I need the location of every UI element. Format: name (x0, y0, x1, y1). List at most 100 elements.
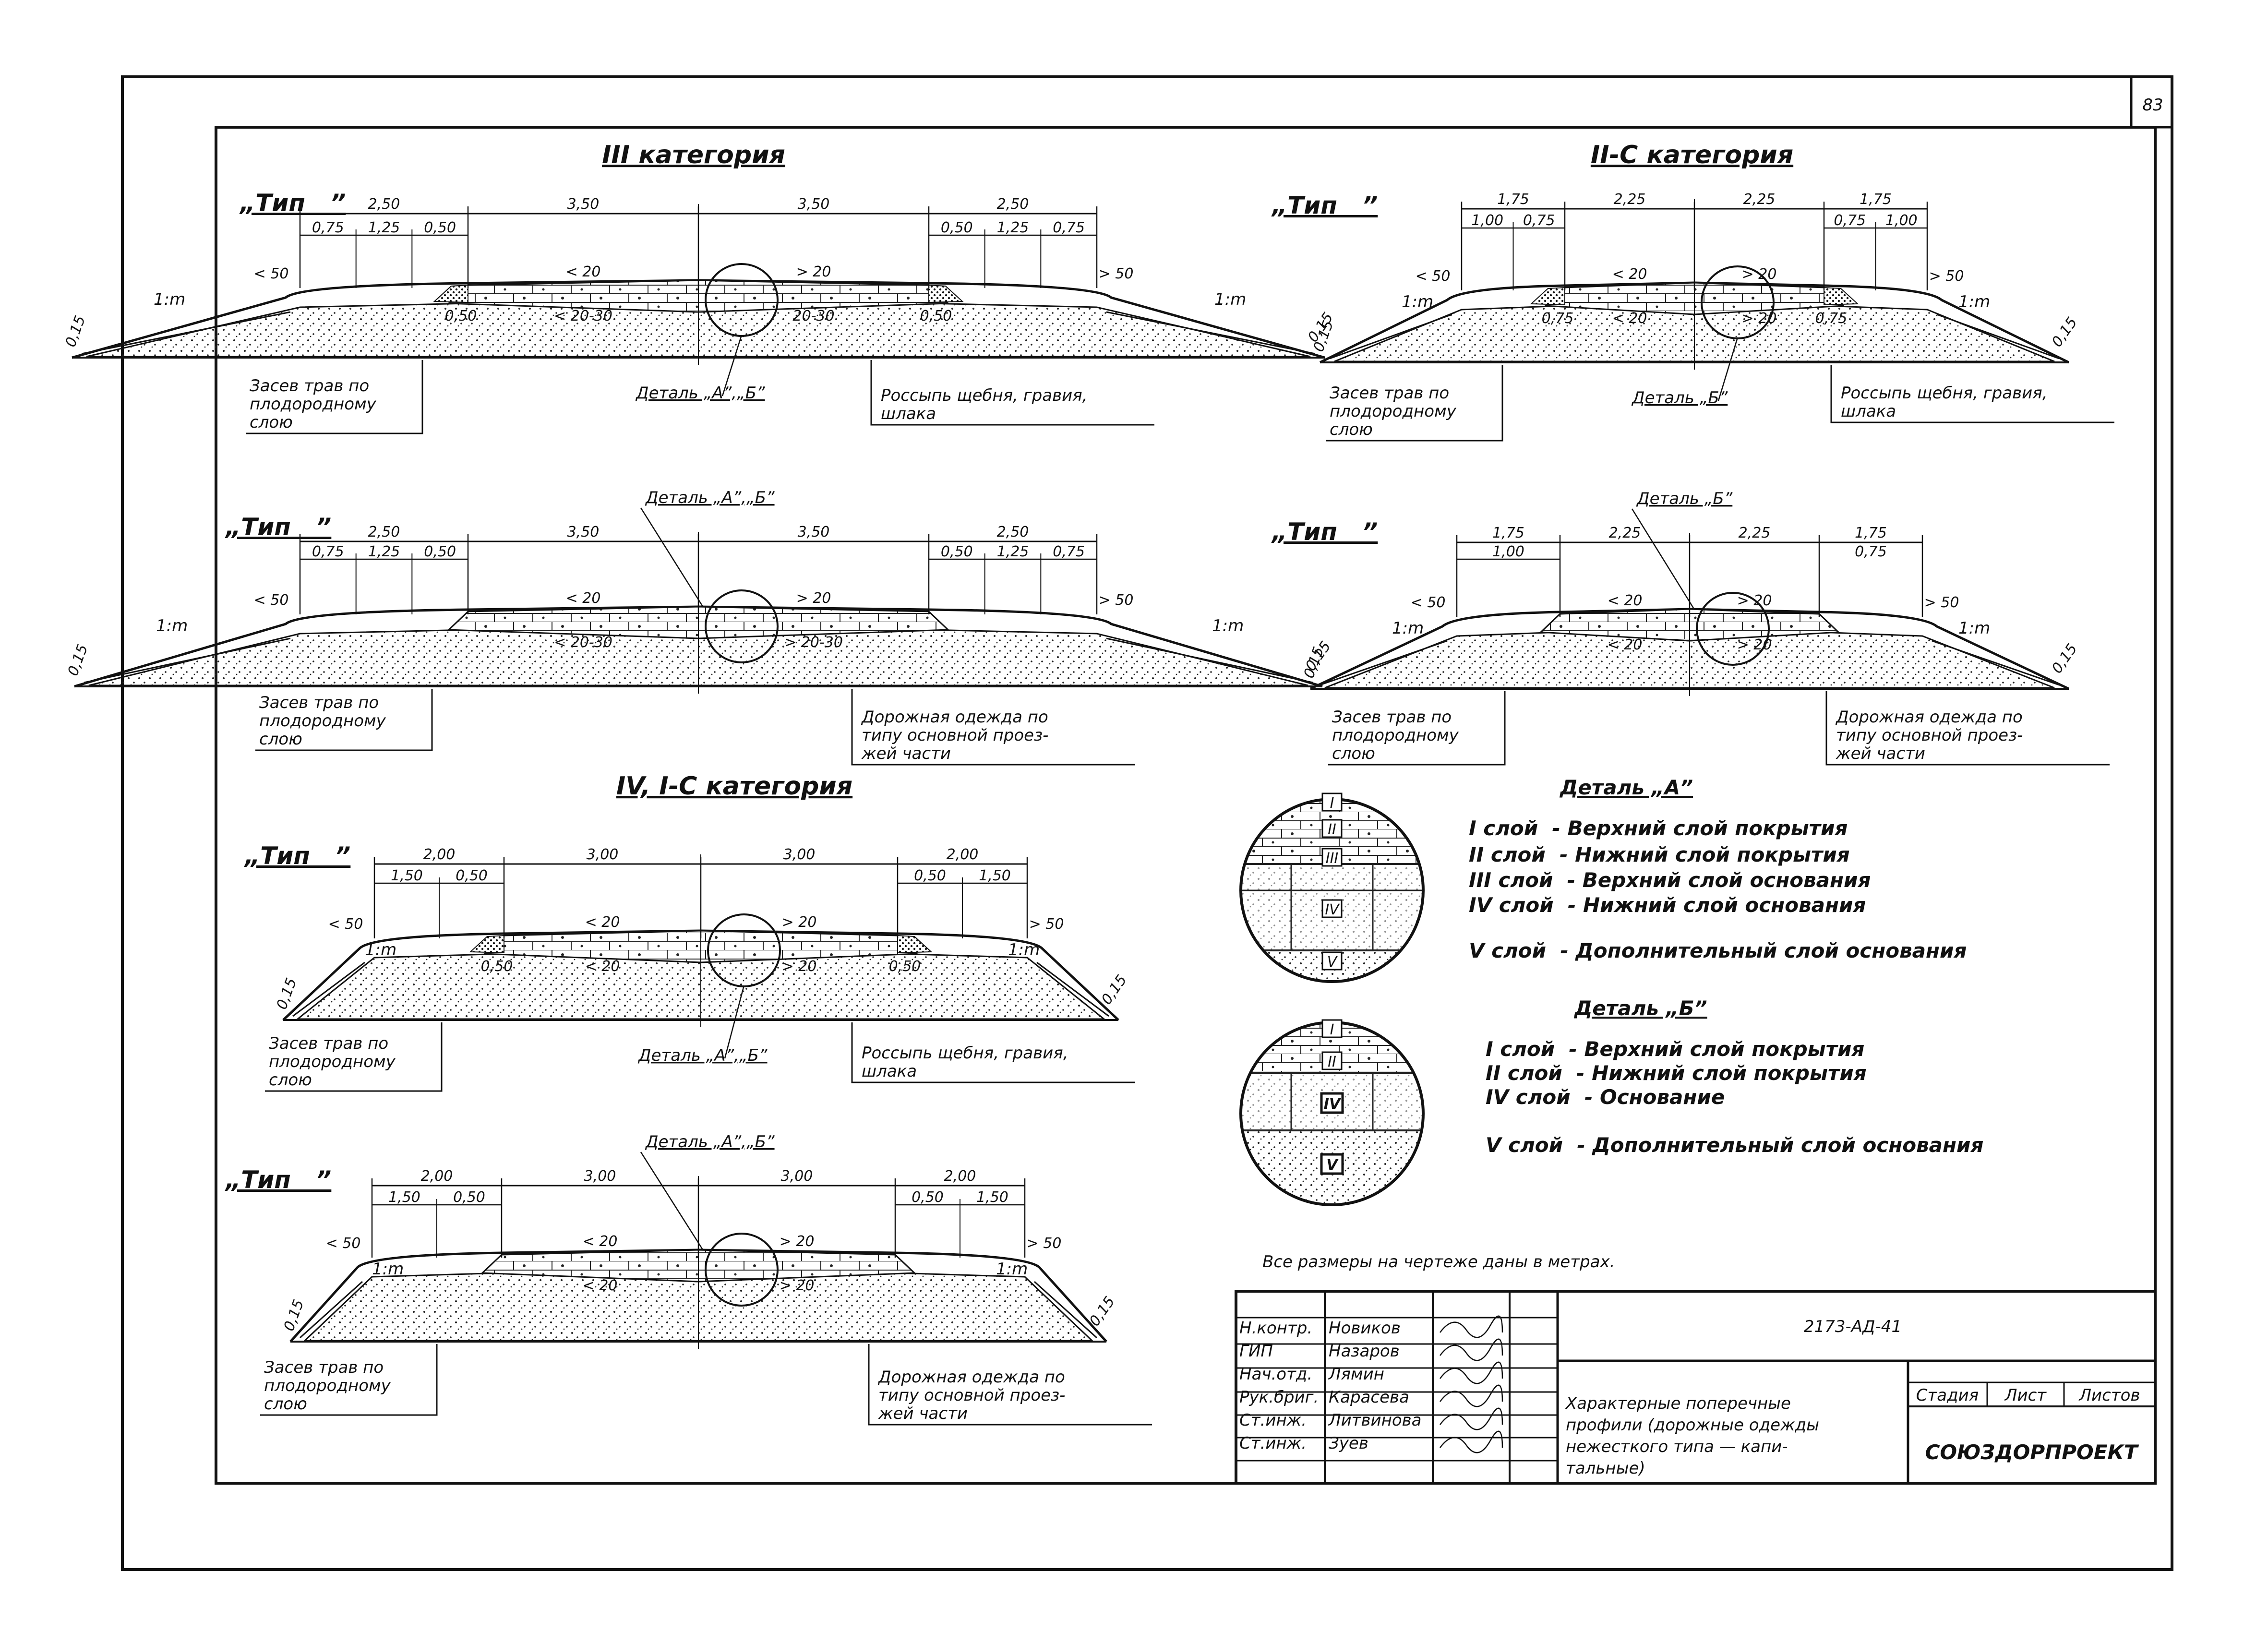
slope-left-4: 1:m (372, 1260, 404, 1279)
tip-label-5: „Тип ” (1271, 192, 1378, 219)
dim-sub-4-2: 0,50 (912, 1189, 944, 1206)
dim-bottom-3-0: 0,50 (481, 958, 513, 975)
signature-4 (1440, 1407, 1503, 1430)
dim-top-3-1: 3,00 (587, 846, 619, 863)
dim-sub-1-5: 0,75 (1053, 219, 1085, 236)
dim-top-1-1: 3,50 (567, 196, 600, 213)
dim-sub-2-2: 0,50 (424, 543, 456, 560)
grass-label-5-2: слою (1330, 420, 1373, 439)
dim-top-1-2: 3,50 (798, 196, 830, 213)
detail-b-layer-5: V слой - Дополнительный слой основания (1486, 1133, 1983, 1157)
dim-top-6-0: 1,75 (1492, 525, 1524, 541)
slope-left-2: 1:m (156, 616, 188, 636)
slope-right-1: 1:m (1214, 290, 1246, 309)
dim-slope-4-1: < 20 (583, 1233, 618, 1250)
detail-leader-5: Деталь „Б” (1631, 388, 1728, 408)
detail-leader-4: Деталь „А”,„Б” (645, 1132, 775, 1152)
dim-bottom-3-3: 0,50 (889, 958, 921, 975)
stamp-name-4: Литвинова (1328, 1411, 1422, 1430)
gravel-label-3-1: шлака (862, 1062, 917, 1081)
dim-slope-4-2: > 20 (780, 1233, 815, 1250)
dim-sub-4-3: 1,50 (976, 1189, 1008, 1206)
dim-top-5-2: 2,25 (1743, 191, 1776, 208)
dim-slope-2-0: < 50 (254, 592, 289, 609)
dim-top-5-0: 1,75 (1497, 191, 1529, 208)
dim-bottom-2-0: < 20-30 (554, 634, 612, 651)
grass-label-6-1: плодородному (1332, 726, 1459, 745)
tip-label-4: „Тип ” (225, 1166, 331, 1194)
slope-015-left-1: 0,15 (62, 313, 89, 349)
dim-slope-1-3: > 50 (1099, 265, 1134, 282)
dim-bottom-6-1: > 20 (1737, 636, 1772, 653)
dim-slope-1-1: < 20 (566, 264, 601, 280)
stamp-title-line-4: тальные) (1566, 1459, 1645, 1478)
stamp-code: 2173-АД-41 (1804, 1317, 1902, 1336)
detail-leader-1: Деталь „А”,„Б” (635, 384, 765, 403)
dim-top-1-0: 2,50 (368, 196, 400, 213)
dim-bottom-5-0: 0,75 (1542, 310, 1574, 327)
detail-a-layer-1: I слой - Верхний слой покрытия (1469, 816, 1848, 840)
dim-slope-2-1: < 20 (566, 590, 601, 607)
dim-sub-5-3: 1,00 (1885, 212, 1918, 229)
grass-label-6-2: слою (1332, 744, 1375, 763)
dim-slope-3-0: < 50 (328, 916, 363, 933)
dim-sub-5-0: 1,00 (1471, 212, 1503, 229)
grass-label-1-1: плодородному (250, 395, 377, 414)
gravel-label-5-0: Россыпь щебня, гравия, (1841, 384, 2048, 403)
stamp-title-line-2: профили (дорожные одежды (1566, 1416, 1819, 1435)
detail-a-roman-2: II (1328, 821, 1336, 838)
dim-bottom-4-0: < 20 (583, 1277, 618, 1294)
slope-left-6: 1:m (1392, 619, 1424, 638)
dim-bottom-1-2: 20-30 (792, 308, 834, 324)
dim-sub-1-2: 0,50 (424, 219, 456, 236)
grass-label-4-1: плодородному (264, 1376, 391, 1395)
signature-1 (1440, 1338, 1503, 1361)
gravel-label-3-0: Россыпь щебня, гравия, (862, 1044, 1068, 1063)
pavement-label-4-1: типу основной проез- (878, 1386, 1065, 1405)
dim-slope-4-0: < 50 (326, 1235, 361, 1252)
dim-top-5-3: 1,75 (1860, 191, 1892, 208)
dim-bottom-1-1: < 20-30 (554, 308, 612, 324)
detail-b-title: Деталь „Б” (1573, 996, 1707, 1020)
pavement-label-6-1: типу основной проез- (1836, 726, 2023, 745)
stamp-col-stage: Стадия (1916, 1386, 1979, 1405)
signature-2 (1440, 1361, 1503, 1384)
dim-slope-6-1: < 20 (1608, 592, 1643, 609)
tip-label-6: „Тип ” (1271, 518, 1378, 546)
detail-a-circle: I II III IV V (1239, 792, 1425, 983)
dim-sub-6-1: 0,75 (1855, 543, 1887, 560)
detail-a-layer-2: II слой - Нижний слой покрытия (1469, 843, 1850, 866)
gravel-label-5-1: шлака (1841, 402, 1896, 421)
dim-slope-4-3: > 50 (1027, 1235, 1062, 1252)
dim-sub-2-3: 0,50 (941, 543, 973, 560)
slope-015-left-2: 0,15 (65, 642, 92, 678)
slope-015-right-3: 0,15 (1098, 972, 1130, 1008)
stamp-org: СОЮЗДОРПРОЕКТ (1925, 1440, 2139, 1464)
detail-b-layer-2: II слой - Нижний слой покрытия (1486, 1061, 1867, 1085)
tip-label-2: „Тип ” (225, 513, 331, 541)
dim-sub-5-1: 0,75 (1523, 212, 1555, 229)
detail-a-title: Деталь „А” (1559, 776, 1693, 799)
dim-slope-6-3: > 50 (1924, 594, 1959, 611)
dim-top-6-2: 2,25 (1739, 525, 1771, 541)
grass-label-3-2: слою (269, 1070, 312, 1090)
slope-left-5: 1:m (1402, 292, 1433, 312)
stamp-role-4: Ст.инж. (1239, 1411, 1307, 1430)
detail-a-roman-5: V (1327, 954, 1338, 971)
dim-slope-3-2: > 20 (782, 914, 817, 931)
detail-a-roman-3: III (1326, 850, 1339, 867)
dim-slope-6-2: > 20 (1737, 592, 1772, 609)
slope-right-3: 1:m (1008, 940, 1040, 960)
dim-sub-3-1: 0,50 (456, 867, 488, 884)
dim-top-4-1: 3,00 (584, 1168, 616, 1185)
detail-b-roman-4: IV (1324, 1096, 1342, 1113)
dim-bottom-3-1: < 20 (585, 958, 620, 975)
stamp-title-line-3: нежесткого типа — капи- (1566, 1437, 1788, 1456)
dim-slope-6-0: < 50 (1411, 594, 1446, 611)
inner-frame (215, 126, 2157, 1485)
stamp-name-1: Назаров (1329, 1342, 1400, 1361)
category-4-title: IV, I-С категория (616, 772, 852, 801)
